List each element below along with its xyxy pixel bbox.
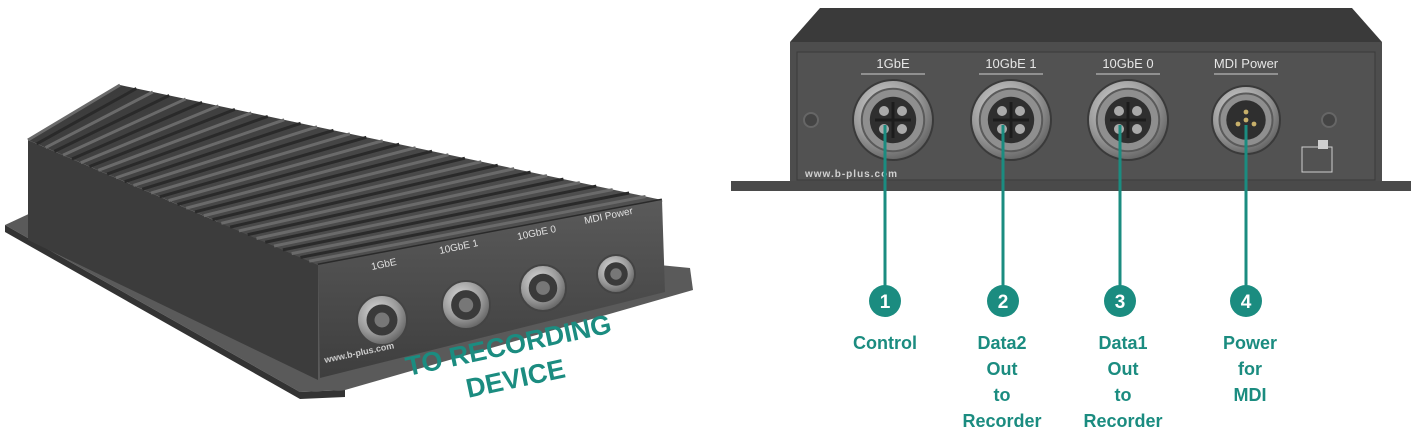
perspective-connector-3: [519, 264, 567, 312]
port-label-3: 10GbE 0: [1102, 56, 1153, 71]
callout-label-power: Power for MDI: [1222, 333, 1278, 405]
callout-leader-lines: [883, 125, 1248, 287]
screw-icon: [1321, 112, 1337, 128]
heatsink-fin: [194, 149, 433, 214]
heatsink-fin: [229, 163, 499, 229]
heatsink-fin: [44, 90, 154, 149]
heatsink-fin: [106, 114, 269, 176]
perspective-connector-2: [441, 280, 491, 330]
port-connector-3: [1087, 79, 1169, 161]
callout-badges: 1 2 3 4: [869, 285, 1262, 317]
heatsink-fin: [27, 83, 121, 142]
callout-label-data1: Data1 Out to Recorder: [1083, 333, 1163, 431]
heatsink-fin: [88, 107, 236, 168]
heatsink-fin: [132, 125, 318, 187]
heatsink-fin: [159, 135, 367, 199]
perspective-port-label: 1GbE: [370, 257, 398, 273]
port-connector-2: [970, 79, 1052, 161]
heatsink-fin: [203, 153, 449, 218]
port-label-2: 10GbE 1: [985, 56, 1036, 71]
b-plus-logo: [1301, 140, 1333, 173]
callout-badge-1: [869, 285, 901, 317]
heatsink-fin: [150, 132, 351, 195]
front-view-flange: [731, 181, 1411, 191]
heatsink-fin: [282, 184, 597, 252]
front-connectors: [852, 79, 1281, 161]
front-brand-url: www.b-plus.com: [804, 169, 898, 180]
heatsink-fin: [185, 146, 417, 210]
heatsink-fin: [300, 191, 630, 259]
heatsink-fin: [256, 174, 548, 240]
heatsink-fin: [247, 170, 531, 237]
heatsink-fin: [264, 177, 564, 244]
heatsink-fin: [220, 160, 482, 225]
callout-badge-4: [1230, 285, 1262, 317]
heatsink-fin: [36, 87, 138, 146]
heatsink-fin: [168, 139, 384, 203]
front-view-inner-panel: [796, 51, 1376, 181]
heatsink-fin: [53, 94, 170, 153]
callout-label-control: Control: [853, 333, 917, 353]
perspective-connector-1: [356, 294, 408, 346]
front-view-face: [790, 42, 1382, 182]
perspective-connectors: [356, 254, 636, 346]
heatsink-fin: [141, 128, 334, 191]
front-port-labels: 1GbE 10GbE 1 10GbE 0 MDI Power: [861, 56, 1279, 75]
callout-badge-3: [1104, 285, 1136, 317]
heatsink-fins: [27, 83, 663, 267]
heatsink-fin: [308, 195, 646, 263]
heatsink-fin: [177, 142, 400, 206]
heatsink-fin: [115, 118, 285, 180]
heatsink-fin: [212, 156, 466, 222]
heatsink-fin: [291, 188, 614, 256]
callout-number: 1: [880, 292, 891, 313]
port-label-1: 1GbE: [876, 56, 910, 71]
port-label-4: MDI Power: [1214, 56, 1279, 71]
port-connector-1: [852, 79, 934, 161]
port-connector-4: [1211, 85, 1281, 155]
heatsink-fin: [273, 181, 581, 248]
body-left-side: [28, 140, 318, 380]
perspective-connector-4: [596, 254, 636, 294]
heatsink-fin: [97, 111, 252, 172]
heatsink-fin: [124, 121, 302, 184]
front-view-chamfer: [790, 8, 1382, 42]
heatsink-fin: [62, 97, 187, 157]
callout-number: 2: [998, 292, 1009, 313]
callout-number: 3: [1115, 292, 1126, 313]
callout-number: 4: [1241, 292, 1252, 313]
front-face: [318, 200, 665, 378]
callout-badge-2: [987, 285, 1019, 317]
callout-label-data2: Data2 Out to Recorder: [962, 333, 1042, 431]
heatsink-fin: [71, 101, 203, 161]
heatsink-fin: [80, 104, 220, 165]
heatsink-fin: [238, 167, 515, 233]
screw-icon: [803, 112, 819, 128]
